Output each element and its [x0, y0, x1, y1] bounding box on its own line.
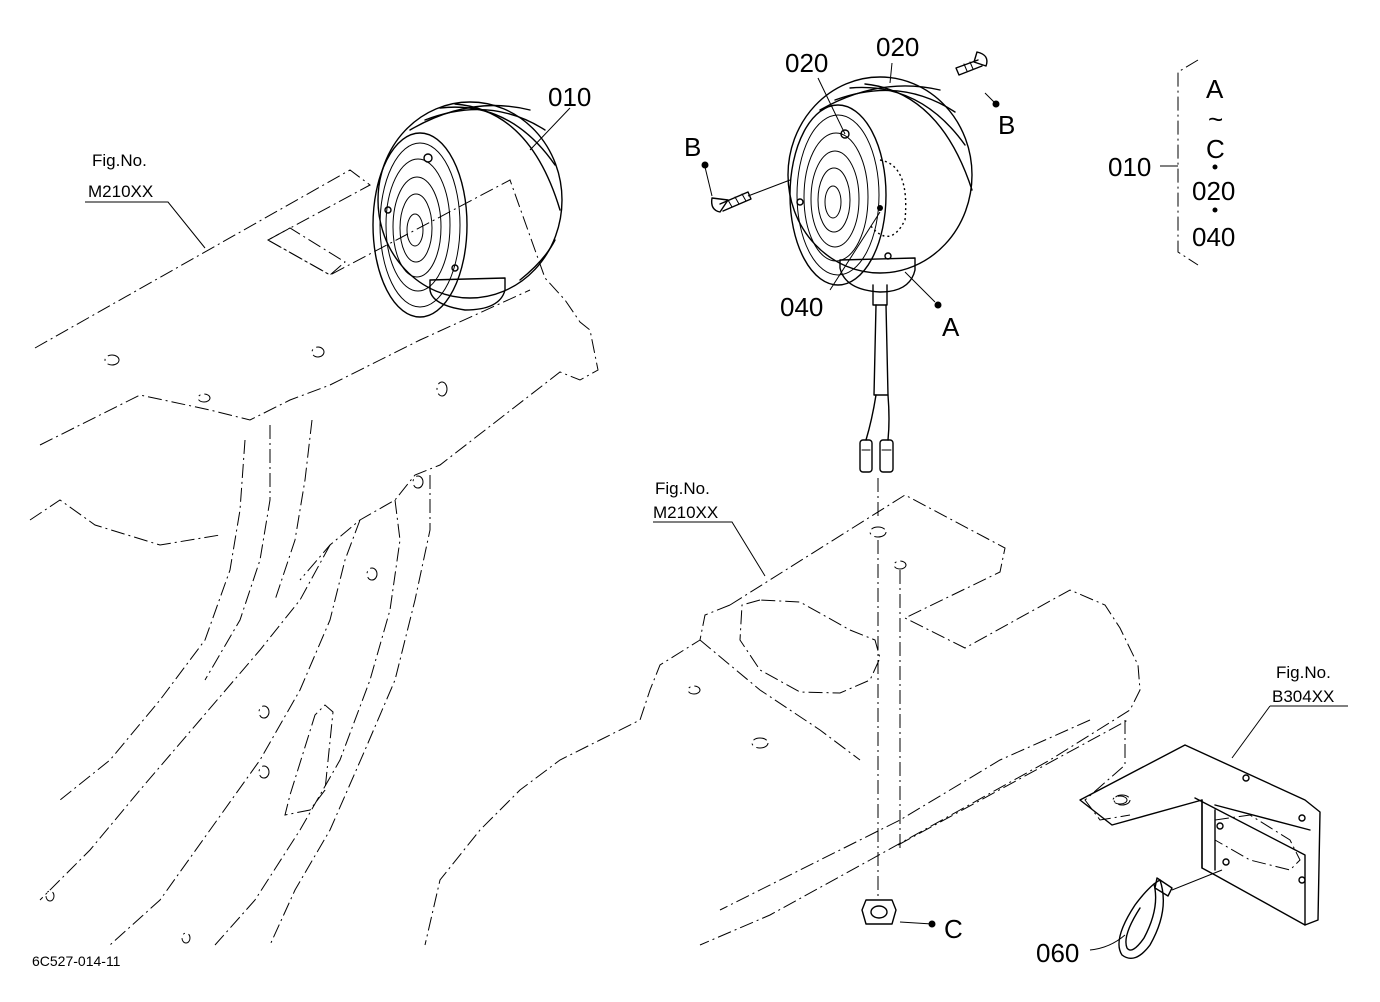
fig-ref-leaders [85, 201, 1348, 759]
point-label-a: A [942, 312, 960, 342]
point-label-c: C [944, 914, 963, 944]
fig-ref-center-number: M210XX [653, 503, 718, 522]
fig-ref-left-prefix: Fig.No. [92, 151, 147, 170]
lamp-wire-harness [859, 284, 894, 473]
screw-left [710, 191, 752, 213]
part-label-lens: 020 [785, 48, 828, 78]
fig-ref-right-number: B304XX [1272, 687, 1334, 706]
part-label-bulb: 040 [780, 292, 823, 322]
flange-nut [861, 899, 936, 928]
part-label-screw: 020 [876, 32, 919, 62]
center-frame-outline [424, 494, 1141, 946]
part-label-clamp: 060 [1036, 938, 1079, 968]
fig-ref-right-prefix: Fig.No. [1276, 663, 1331, 682]
center-work-lamp [787, 76, 973, 293]
legend-to: C [1206, 134, 1225, 164]
part-label-lamp: 010 [548, 82, 591, 112]
legend-main: 010 [1108, 152, 1151, 182]
fig-ref-left-number: M210XX [88, 182, 153, 201]
legend-tilde: ~ [1208, 104, 1223, 134]
mount-axis [869, 478, 907, 900]
legend-item-020: 020 [1192, 176, 1235, 206]
point-label-b-left: B [684, 132, 701, 162]
lamp-left-leader [529, 107, 571, 151]
legend-item-040: 040 [1192, 222, 1235, 252]
assembly-legend [1160, 59, 1218, 266]
left-work-lamp [372, 101, 563, 318]
legend-from: A [1206, 74, 1224, 104]
screw-right [955, 51, 988, 76]
bracket-and-clamp [1079, 744, 1321, 959]
drawing-code: 6C527-014-11 [32, 953, 121, 969]
fig-ref-center-prefix: Fig.No. [655, 479, 710, 498]
left-frame-outline [29, 169, 599, 946]
point-label-b-right: B [998, 110, 1015, 140]
clamp-leader [1089, 934, 1126, 951]
center-leaders [701, 62, 1000, 309]
